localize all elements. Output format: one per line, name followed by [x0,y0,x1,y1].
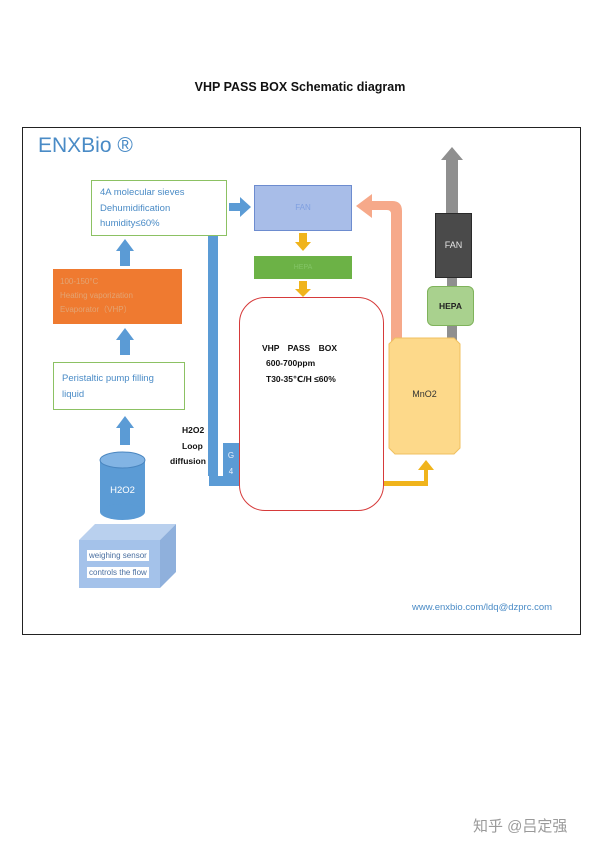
exhaust-hepa-filter: HEPA [427,286,474,326]
h2o2-cylinder-label: H2O2 [110,485,135,496]
sieves-line: 4A molecular sieves [100,187,185,198]
hepa-filter-bar: HEPA [254,256,352,279]
chamber-conditions: T30-35℃/H ≤60% [266,374,336,384]
arrow-sieves-to-fan [229,197,251,217]
exhaust-arrow [441,147,463,213]
arrow-chamber-to-mno2 [384,460,434,486]
brand-logo: ENXBio ® [38,134,133,157]
arrow-heater-to-sieves [116,239,134,266]
loop-line: H2O2 [182,425,205,435]
arrow-fan-to-hepa [295,233,311,251]
molecular-sieves-box: 4A molecular sieves Dehumidification hum… [91,180,227,236]
mno2-box-shape [388,337,461,455]
heating-line: Evaporator（VHP） [60,305,132,314]
arrow-cylinder-to-pump [116,416,134,445]
arrow-hepa-to-chamber [295,281,311,297]
generator-line: 4 [228,467,234,476]
arrow-loop-diffusion [204,219,223,486]
weighing-sensor-shape [79,524,176,588]
heating-line: Heating vaporization [60,291,133,300]
peristaltic-pump-box: Peristaltic pump filling liquid [53,362,185,410]
heating-line: 100-150°C [60,277,99,286]
arrow-pump-to-heater [116,328,134,355]
arrow-return-to-fan [356,194,402,345]
loop-line: diffusion [170,456,206,466]
h2o2-cylinder-shape [99,451,146,520]
circulation-fan-box: FAN [254,185,352,231]
chamber-name: VHP PASS BOX [262,343,337,353]
sieves-line: Dehumidification [100,202,171,214]
heating-evaporator-box: 100-150°C Heating vaporization Evaporato… [53,269,182,324]
weighing-sensor-label: controls the flow [87,567,149,578]
chamber-concentration: 600-700ppm [266,358,316,368]
generator-box: G 4 [223,443,239,486]
website-link[interactable]: www.enxbio.com/ldq@dzprc.com [412,602,553,613]
exhaust-duct-mid [447,278,457,288]
diagram-frame [22,127,581,635]
generator-line: G [227,451,235,460]
document-title: VHP PASS BOX Schematic diagram [194,80,406,94]
pump-line: liquid [62,388,85,400]
pass-box-chamber [239,297,384,511]
weighing-sensor-label: weighing sensor [87,550,149,561]
loop-line: Loop [182,440,203,451]
exhaust-fan-box: FAN [435,213,472,278]
watermark: 知乎 @吕定强 [473,818,568,835]
loop-diffusion-label: H2O2 Loop diffusion [170,423,206,470]
pump-line: Peristaltic pump filling [62,373,154,384]
sieves-line: humidity≤60% [100,218,160,229]
mno2-label: MnO2 [412,389,437,399]
